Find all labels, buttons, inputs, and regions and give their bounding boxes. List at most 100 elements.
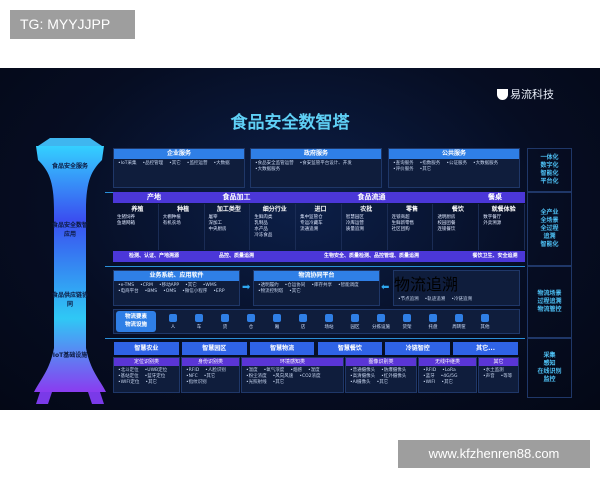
- app-button[interactable]: 智慧餐饮: [317, 342, 383, 355]
- right-summary: 全产业全场景全过程追溯智能化: [527, 192, 572, 266]
- summary-line: 物流管控: [537, 306, 562, 313]
- logistics-box-items: •e-TMS•CRM•移动APP•其它•WMS•电商平台•BMS•OMS•微信小…: [114, 281, 239, 297]
- category-title: 加工类型: [216, 206, 241, 213]
- app-button[interactable]: 智慧园区: [181, 342, 247, 355]
- element-label: 厢: [274, 324, 280, 330]
- category-title: 餐饮: [451, 206, 464, 213]
- iot-box-header: 图像识别类: [346, 358, 416, 366]
- element-icon: [325, 313, 333, 322]
- category-title: 就餐体验: [491, 206, 516, 213]
- category-item: 生猪饲养: [117, 215, 135, 220]
- element-label: 周转筐: [452, 324, 466, 330]
- category-item: 水产品: [254, 227, 268, 232]
- element-label: 车: [196, 324, 202, 330]
- summary-line: 全过程: [540, 225, 559, 232]
- summary-line: 平台化: [540, 178, 559, 185]
- list-item: •其它: [376, 380, 389, 385]
- stage-1: 食品加工: [195, 192, 278, 203]
- category-item: 连锁餐饮: [437, 227, 456, 232]
- list-item: •IoT采集: [118, 161, 137, 166]
- iot-box-header: 其它: [479, 358, 518, 366]
- app-button[interactable]: 智慧物流: [249, 342, 315, 355]
- iot-box: 其它•水土监测•声音•等等: [478, 357, 519, 393]
- category-item: 深加工: [208, 221, 223, 226]
- tower-label-service: 食品安全服务: [51, 163, 88, 170]
- iot-box-header: 定位识别类: [114, 358, 179, 366]
- stage-footer: 餐饮卫生、安全追溯: [465, 251, 525, 262]
- service-box-items: •IoT采集•品控管理•其它•监控运营•大数据: [114, 159, 244, 169]
- logo-icon: [497, 88, 508, 100]
- category-item: 外卖溯源: [483, 221, 502, 226]
- element-icon: [221, 313, 229, 322]
- list-item: •4G/5G: [440, 374, 458, 379]
- category-item: 屠宰: [208, 215, 218, 220]
- service-box-header: 企业服务: [114, 149, 244, 159]
- category-item: 流通追溯: [300, 227, 319, 232]
- iot-box-header: 身份识别类: [182, 358, 239, 366]
- category-title: 养殖: [131, 206, 144, 213]
- iot-box-items: •北斗定位•UWB定位•基站定位•蓝牙定位•WIFI定位•其它: [114, 366, 179, 388]
- tower-graphic: [34, 138, 106, 404]
- service-box-items: •食品安全监管运营•食安监管平台设计、开发•大数据服务: [251, 159, 381, 175]
- summary-line: 在线识别: [537, 368, 562, 375]
- iot-box-items: •RFID•人脸识别•NFC•其它•指纹识别: [182, 366, 239, 388]
- list-item: •OMS: [163, 289, 177, 294]
- summary-line: 感知: [543, 360, 556, 367]
- list-item: •其它: [185, 283, 197, 288]
- list-item: •LoRa: [442, 368, 456, 373]
- list-item: •红外摄像头: [381, 374, 407, 379]
- list-item: •NFC: [186, 374, 198, 379]
- list-item: •其它: [272, 380, 285, 385]
- list-item: •公证服务: [446, 161, 467, 166]
- right-summary: 一体化数字化智能化平台化: [527, 148, 572, 192]
- right-summary: 采集感知在线识别监控: [527, 338, 572, 398]
- iot-box: 无线中继类•RFID•LoRa•蓝牙•4G/5G•WIFI•其它: [418, 357, 477, 393]
- list-item: •e-TMS: [118, 283, 135, 288]
- list-item: •微信小程序: [182, 289, 208, 294]
- logistics-elements: 物流要素物流设施人车货仓厢店场站园区分拣设施货架托盘周转筐其他: [113, 309, 520, 334]
- brand-logo: 易流科技: [497, 86, 554, 102]
- list-item: •高清摄像头: [350, 374, 376, 379]
- stage-2: 食品流通: [278, 192, 465, 203]
- category-item: 透明厨房: [437, 215, 456, 220]
- element-item: 店: [290, 313, 316, 330]
- category-column: 零售连锁商超生鲜新零售社区团购: [388, 204, 434, 250]
- category-column: 细分行业生鲜肉类乳制品水产品冷冻食品: [250, 204, 297, 250]
- iot-box: 图像识别类•普通摄像头•防爆摄像头•高清摄像头•红外摄像头•AI摄像头•其它: [345, 357, 417, 393]
- element-item: 分拣设施: [368, 313, 394, 330]
- tower-label-iot: IoT基础设施: [52, 352, 88, 359]
- list-item: •WIFI: [423, 380, 436, 385]
- element-label: 场站: [324, 324, 334, 330]
- elements-label-line: 物流设施: [124, 322, 147, 328]
- list-item: •蓝牙: [423, 374, 435, 379]
- list-item: •大数据: [213, 161, 230, 166]
- logistics-box: 业务系统、应用软件•e-TMS•CRM•移动APP•其它•WMS•电商平台•BM…: [113, 270, 240, 306]
- list-item: •仓运协同: [284, 283, 306, 288]
- element-icon: [377, 313, 385, 322]
- app-button[interactable]: 冷链智控: [385, 342, 451, 355]
- element-icon: [169, 313, 177, 322]
- category-title: 农批: [360, 206, 373, 213]
- element-icon: [273, 313, 281, 322]
- category-item: 乳制品: [254, 221, 268, 226]
- tg-tag: TG: MYYJJPP: [10, 10, 135, 39]
- list-item: •库存共享: [311, 283, 332, 288]
- stage-0: 产地: [113, 192, 195, 203]
- summary-line: 追溯: [543, 233, 556, 240]
- list-item: •节点追溯: [398, 297, 419, 302]
- app-button[interactable]: 其它...: [453, 342, 518, 355]
- watermark-url: www.kfzhenren88.com: [398, 440, 590, 468]
- stage-footer: 检测、认证、产地溯源: [113, 251, 195, 262]
- list-item: •人脸识别: [205, 368, 226, 373]
- category-column: 农批智慧园区冷库运营质量追溯: [342, 204, 388, 250]
- elements-label: 物流要素物流设施: [116, 311, 156, 332]
- list-item: •大数据服务: [472, 161, 499, 166]
- element-item: 其他: [472, 313, 498, 330]
- logistics-box: 物流协同平台•透明履约•仓运协同•库存共享•智能调度•物流控制塔•其它: [253, 270, 380, 306]
- summary-line: 一体化: [540, 154, 559, 161]
- list-item: •其它: [419, 167, 432, 172]
- list-item: •其它: [289, 289, 301, 294]
- list-item: •电商平台: [118, 289, 139, 294]
- iot-box-items: •温度•氧气浓度•烟感•湿度•粉尘浓度•风向风速•CO2浓度•光照射线•其它: [242, 366, 343, 388]
- app-button[interactable]: 智慧农业: [114, 342, 179, 355]
